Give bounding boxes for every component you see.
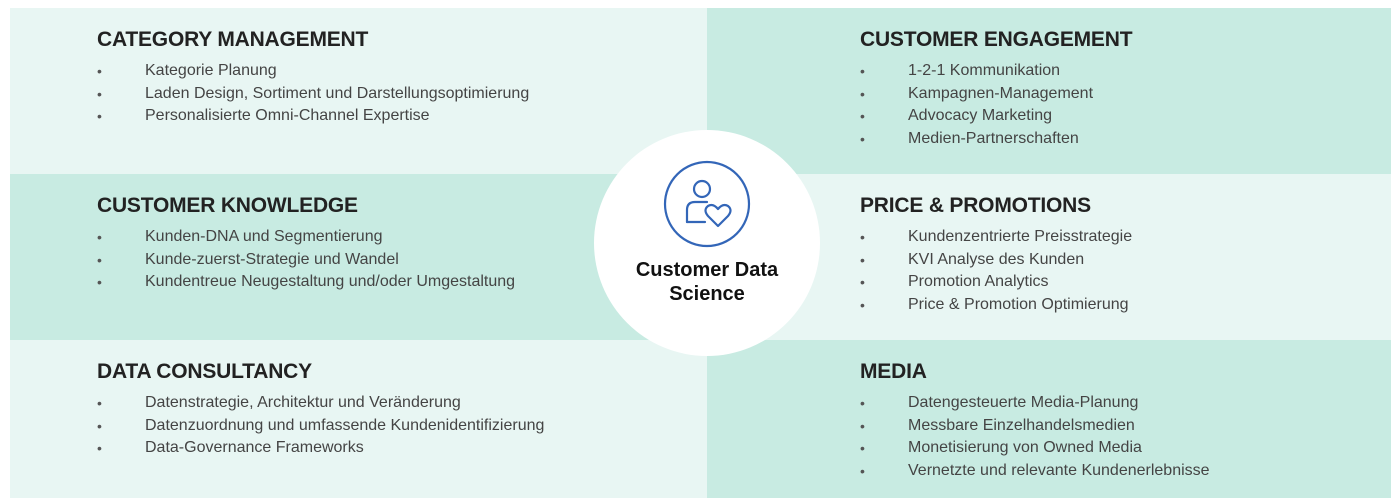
item-label: Kunde-zuerst-Strategie und Wandel <box>145 250 399 268</box>
panel-title: MEDIA <box>860 360 927 383</box>
list-item: • Messbare Einzelhandelsmedien <box>860 415 1210 438</box>
item-list: • Datenstrategie, Architektur und Verände… <box>97 392 544 460</box>
panel-title: CUSTOMER ENGAGEMENT <box>860 28 1133 51</box>
list-item: • Data-Governance Frameworks <box>97 437 544 460</box>
bullet-icon: • <box>97 229 102 245</box>
services-grid: CATEGORY MANAGEMENT • Kategorie Planung •… <box>10 8 1391 498</box>
list-item: • Advocacy Marketing <box>860 105 1132 128</box>
item-label: Price & Promotion Optimierung <box>908 295 1129 313</box>
item-list: • Kategorie Planung • Laden Design, Sortim… <box>97 60 529 128</box>
panel-title: CUSTOMER KNOWLEDGE <box>97 194 358 217</box>
panel-title: PRICE & PROMOTIONS <box>860 194 1091 217</box>
item-label: 1-2-1 Kommunikation <box>908 62 1061 79</box>
bullet-icon: • <box>860 462 865 479</box>
panel-customer-engagement: CUSTOMER ENGAGEMENT • 1-2-1 Kommunikation… <box>707 8 1391 174</box>
bullet-icon: • <box>97 440 102 456</box>
bullet-icon: • <box>97 85 102 102</box>
list-item: • Datenstrategie, Architektur und Verände… <box>97 392 544 415</box>
panel-title: CATEGORY MANAGEMENT <box>97 28 369 51</box>
panel-data-consultancy: DATA CONSULTANCY • Datenstrategie, Archit… <box>10 340 707 498</box>
item-label: Kundentreue Neugestaltung und/oder Umges… <box>145 273 516 290</box>
item-label: Medien-Partnerschaften <box>908 129 1079 147</box>
item-label: Vernetzte und relevante Kundenerlebnisse <box>908 461 1210 479</box>
item-label: Kampagnen-Management <box>908 84 1094 102</box>
bullet-icon: • <box>860 417 865 434</box>
list-item: • Kunden-DNA und Segmentierung <box>97 226 515 249</box>
item-label: KVI Analyse des Kunden <box>908 250 1085 268</box>
item-label: Datenstrategie, Architektur und Veränder… <box>145 394 461 411</box>
item-label: Monetisierung von Owned Media <box>908 439 1142 456</box>
bullet-icon: • <box>860 296 865 313</box>
list-item: • Laden Design, Sortiment und Darstellung… <box>97 83 529 106</box>
bullet-icon: • <box>97 251 102 268</box>
list-item: • Price & Promotion Optimierung <box>860 294 1132 317</box>
list-item: • Monetisierung von Owned Media <box>860 437 1210 460</box>
item-label: Kategorie Planung <box>145 62 277 79</box>
panel-category-management: CATEGORY MANAGEMENT • Kategorie Planung •… <box>10 8 707 174</box>
list-item: • Kunde-zuerst-Strategie und Wandel <box>97 249 515 272</box>
bullet-icon: • <box>860 440 865 456</box>
list-item: • 1-2-1 Kommunikation <box>860 60 1132 83</box>
list-item: • KVI Analyse des Kunden <box>860 249 1132 272</box>
bullet-icon: • <box>860 63 865 79</box>
bullet-icon: • <box>860 229 865 245</box>
customer-heart-icon <box>663 160 751 248</box>
bullet-icon: • <box>97 63 102 79</box>
bullet-icon: • <box>97 395 102 411</box>
list-item: • Datenzuordnung und umfassende Kundenide… <box>97 415 544 438</box>
hub-label-line1: Customer Data <box>635 259 779 281</box>
hub-label: Customer Data Science <box>636 258 778 306</box>
bullet-icon: • <box>860 130 865 147</box>
item-label: Kunden-DNA und Segmentierung <box>145 228 383 245</box>
bullet-icon: • <box>860 251 865 268</box>
center-hub: Customer Data Science <box>594 130 820 356</box>
bullet-icon: • <box>860 274 865 290</box>
list-item: • Kundentreue Neugestaltung und/oder Umge… <box>97 271 515 294</box>
item-label: Data-Governance Frameworks <box>145 439 364 456</box>
panel-media: MEDIA • Datengesteuerte Media-Planung • Me… <box>707 340 1391 498</box>
bullet-icon: • <box>860 85 865 102</box>
list-item: • Kategorie Planung <box>97 60 529 83</box>
list-item: • Personalisierte Omni-Channel Expertise <box>97 105 529 128</box>
list-item: • Vernetzte und relevante Kundenerlebniss… <box>860 460 1210 483</box>
item-list: • Kunden-DNA und Segmentierung • Kunde-zue… <box>97 226 515 294</box>
panel-customer-knowledge: CUSTOMER KNOWLEDGE • Kunden-DNA und Segme… <box>10 174 707 340</box>
panel-price-promotions: PRICE & PROMOTIONS • Kundenzentrierte Pre… <box>707 174 1391 340</box>
bullet-icon: • <box>97 108 102 124</box>
item-label: Kundenzentrierte Preisstrategie <box>908 228 1133 245</box>
list-item: • Kampagnen-Management <box>860 83 1132 106</box>
item-label: Advocacy Marketing <box>908 107 1053 124</box>
list-item: • Medien-Partnerschaften <box>860 128 1132 151</box>
item-label: Datengesteuerte Media-Planung <box>908 394 1139 411</box>
item-list: • Datengesteuerte Media-Planung • Messbare… <box>860 392 1210 482</box>
bullet-icon: • <box>860 395 865 411</box>
bullet-icon: • <box>97 274 102 290</box>
item-label: Datenzuordnung und umfassende Kundeniden… <box>145 416 545 434</box>
item-list: • Kundenzentrierte Preisstrategie • KVI An… <box>860 226 1132 316</box>
item-label: Messbare Einzelhandelsmedien <box>908 416 1135 434</box>
item-list: • 1-2-1 Kommunikation • Kampagnen-Manageme… <box>860 60 1132 150</box>
hub-label-line2: Science <box>669 283 745 305</box>
list-item: • Kundenzentrierte Preisstrategie <box>860 226 1132 249</box>
item-label: Personalisierte Omni-Channel Expertise <box>145 107 430 124</box>
item-label: Promotion Analytics <box>908 273 1049 290</box>
list-item: • Datengesteuerte Media-Planung <box>860 392 1210 415</box>
list-item: • Promotion Analytics <box>860 271 1132 294</box>
item-label: Laden Design, Sortiment und Darstellungs… <box>145 84 530 102</box>
bullet-icon: • <box>860 108 865 124</box>
panel-title: DATA CONSULTANCY <box>97 360 312 383</box>
bullet-icon: • <box>97 417 102 434</box>
